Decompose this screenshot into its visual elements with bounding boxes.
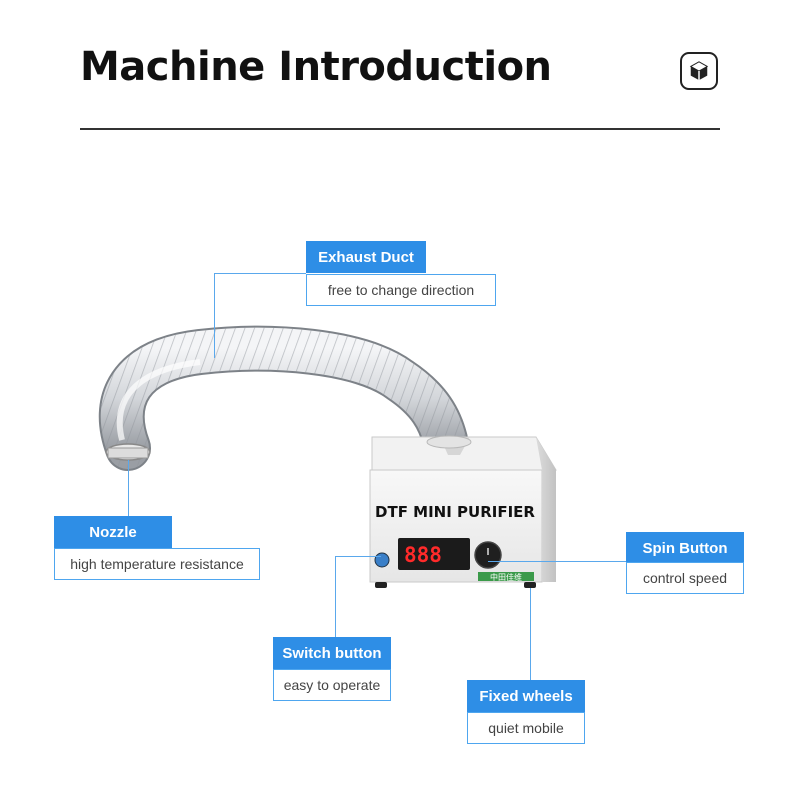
exhaust-duct xyxy=(98,325,468,471)
switch-button-desc: easy to operate xyxy=(273,669,391,701)
fixed-wheels-desc: quiet mobile xyxy=(467,712,585,744)
exhaust-duct-desc: free to change direction xyxy=(306,274,496,306)
nozzle-label: Nozzle xyxy=(54,516,172,548)
product-name: DTF MINI PURIFIER xyxy=(375,503,535,521)
nozzle-connector xyxy=(128,460,129,517)
cube-icon xyxy=(680,52,718,90)
fixed-wheels-label: Fixed wheels xyxy=(467,680,585,712)
purifier-box: DTF MINI PURIFIER 888 中田佳维 xyxy=(369,435,557,588)
temperature-display: 888 xyxy=(404,543,442,567)
switch-connector-h xyxy=(335,556,381,557)
spin-button-label: Spin Button xyxy=(626,532,744,564)
header-divider xyxy=(80,128,720,130)
exhaust-connector-v xyxy=(214,273,215,358)
switch-button-label: Switch button xyxy=(273,637,391,669)
nozzle-desc: high temperature resistance xyxy=(54,548,260,580)
exhaust-connector-h xyxy=(214,273,306,274)
spin-connector xyxy=(488,561,626,562)
switch-connector-v xyxy=(335,556,336,638)
spin-button-desc: control speed xyxy=(626,562,744,594)
exhaust-duct-label: Exhaust Duct xyxy=(306,241,426,273)
wheels-connector xyxy=(530,588,531,680)
page-title: Machine Introduction xyxy=(80,44,552,90)
nozzle xyxy=(105,443,151,461)
brand-logo: 中田佳维 xyxy=(490,572,522,582)
